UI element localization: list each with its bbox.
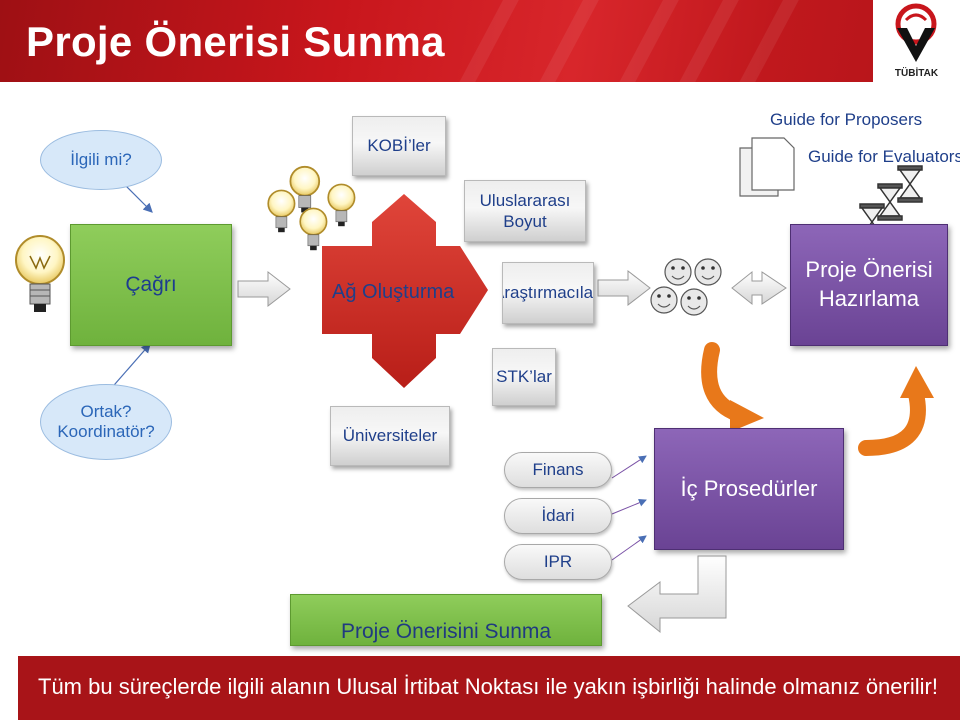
ic-prosedurler-box: İç Prosedürler xyxy=(654,428,844,550)
documents-icon xyxy=(739,137,795,197)
tubitak-logo: TÜBİTAK xyxy=(873,0,960,82)
logo-label: TÜBİTAK xyxy=(894,68,939,79)
koordinator-label: Koordinatör? xyxy=(57,422,155,441)
guide-evaluators-label: Guide for Evaluators xyxy=(808,147,960,166)
arrow-arastirmacilar-to-people xyxy=(597,269,651,307)
lightbulbs-icon xyxy=(267,165,356,251)
stk-label: STK’lar xyxy=(496,367,552,387)
connector-ipr xyxy=(611,535,647,561)
idari-pill: İdari xyxy=(504,498,612,534)
guide-proposers-label: Guide for Proposers xyxy=(770,110,923,129)
orange-arrow-up xyxy=(858,386,926,456)
uluslararasi-label: Uluslararası xyxy=(479,190,571,210)
network-cross-arrows xyxy=(322,194,488,388)
ag-olusturma-label: Ağ Oluşturma xyxy=(332,281,455,303)
universiteler-label: Üniversiteler xyxy=(342,426,438,446)
connector-finans xyxy=(611,455,647,479)
header-bar: Proje Önerisi Sunma TÜBİTAK xyxy=(0,0,960,82)
stk-box: STK’lar xyxy=(492,348,556,406)
lightbulb-icon xyxy=(15,235,65,312)
kobi-label: KOBİ’ler xyxy=(367,136,431,156)
arrow-cagri-to-ag xyxy=(237,270,291,308)
ilgili-bubble: İlgili mi? xyxy=(40,130,162,190)
cagri-label: Çağrı xyxy=(125,273,177,296)
finans-label: Finans xyxy=(532,460,584,479)
smiley-faces-icon xyxy=(650,258,722,316)
footer-text: Tüm bu süreçlerde ilgili alanın Ulusal İ… xyxy=(38,674,938,699)
proje-sunma-box: Proje Önerisini Sunma xyxy=(290,594,602,646)
universiteler-box: Üniversiteler xyxy=(330,406,450,466)
proje-sunma-label: Proje Önerisini Sunma xyxy=(340,620,552,643)
ipr-label: IPR xyxy=(543,552,573,571)
proje-hazirlama-label-2: Hazırlama xyxy=(818,286,920,311)
arastirmacilar-label: Araştırmacılar xyxy=(503,283,594,303)
connector-idari xyxy=(611,498,647,515)
flow-arrows xyxy=(237,269,787,634)
footer-banner: Tüm bu süreçlerde ilgili alanın Ulusal İ… xyxy=(18,656,960,720)
ortak-label: Ortak? xyxy=(80,402,132,422)
cagri-box: Çağrı xyxy=(70,224,232,346)
uluslararasi-box: Uluslararası Boyut xyxy=(464,180,586,242)
arrow-ic-to-sunma xyxy=(627,555,727,634)
idari-label: İdari xyxy=(541,506,575,525)
arrow-people-to-hazirlama xyxy=(731,270,787,306)
kobi-box: KOBİ’ler xyxy=(352,116,446,176)
arastirmacilar-box: Araştırmacılar xyxy=(502,262,594,324)
ortak-bubble: Ortak? Koordinatör? xyxy=(40,384,172,460)
ipr-pill: IPR xyxy=(504,544,612,580)
boyut-label: Boyut xyxy=(503,212,547,231)
ic-prosedurler-label: İç Prosedürler xyxy=(680,475,818,501)
finans-pill: Finans xyxy=(504,452,612,488)
ilgili-label: İlgili mi? xyxy=(70,150,132,170)
page-title: Proje Önerisi Sunma xyxy=(26,18,445,65)
proje-hazirlama-box: Proje Önerisi Hazırlama xyxy=(790,224,948,346)
proje-hazirlama-label-1: Proje Önerisi xyxy=(805,257,933,283)
